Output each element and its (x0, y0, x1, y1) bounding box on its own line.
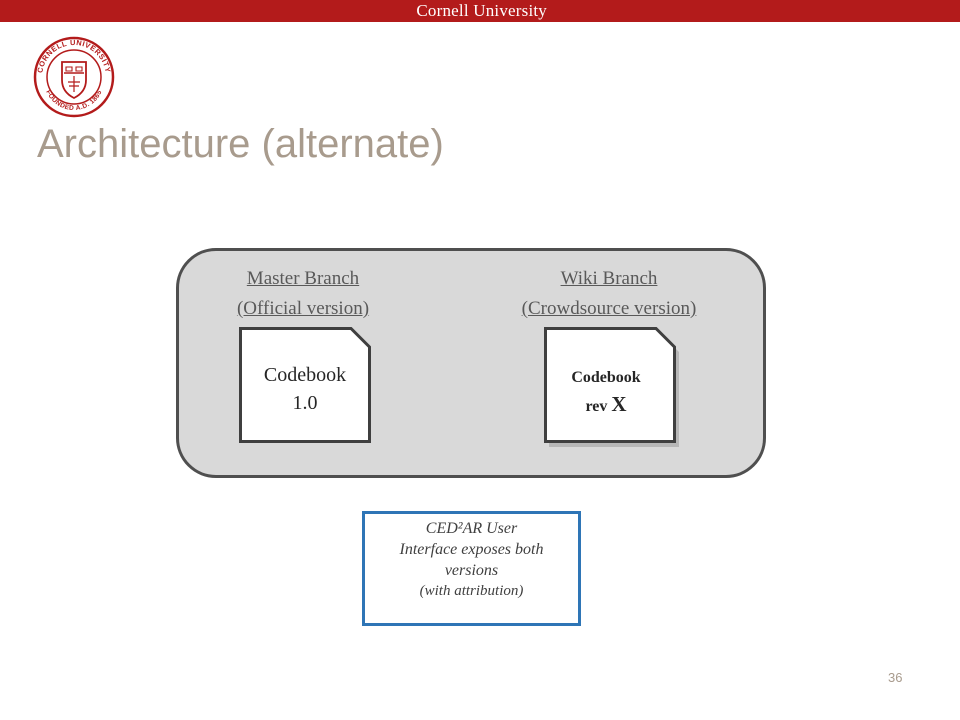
wiki-codebook-document: Codebook rev X (544, 327, 679, 447)
page-number: 36 (888, 670, 903, 685)
master-codebook-version: 1.0 (292, 392, 318, 414)
master-branch-title: Master Branch (246, 268, 360, 289)
wiki-codebook-rev-x: X (611, 392, 627, 416)
cedar-note-line3: versions (444, 562, 499, 579)
document-shape-icon (544, 327, 679, 447)
header-bar: Cornell University (0, 0, 960, 22)
wiki-branch-subtitle: (Crowdsource version) (521, 298, 697, 319)
cedar-interface-note: CED²AR User Interface exposes both versi… (362, 511, 581, 626)
institution-name: Cornell University (416, 1, 547, 20)
cedar-note-line4: (with attribution) (419, 583, 524, 599)
wiki-branch-label: Wiki Branch (Crowdsource version) (489, 264, 729, 324)
cornell-seal-logo: CORNELL UNIVERSITY FOUNDED A.D. 1865 (33, 36, 115, 118)
cedar-note-line2: Interface exposes both (399, 541, 544, 558)
wiki-codebook-revision: rev X (544, 391, 668, 420)
wiki-branch-title: Wiki Branch (560, 268, 658, 289)
master-branch-subtitle: (Official version) (236, 298, 370, 319)
document-shape-icon (239, 327, 371, 443)
wiki-codebook-rev-prefix: rev (585, 398, 612, 415)
master-branch-label: Master Branch (Official version) (208, 264, 398, 324)
master-codebook-document: Codebook 1.0 (239, 327, 371, 443)
slide-title: Architecture (alternate) (37, 122, 444, 166)
cedar-note-line1: CED²AR User (425, 520, 518, 537)
wiki-codebook-name: Codebook (571, 369, 641, 386)
svg-text:CORNELL UNIVERSITY: CORNELL UNIVERSITY (35, 38, 113, 74)
seal-ring-text: CORNELL UNIVERSITY (35, 38, 112, 74)
master-codebook-name: Codebook (263, 364, 347, 386)
